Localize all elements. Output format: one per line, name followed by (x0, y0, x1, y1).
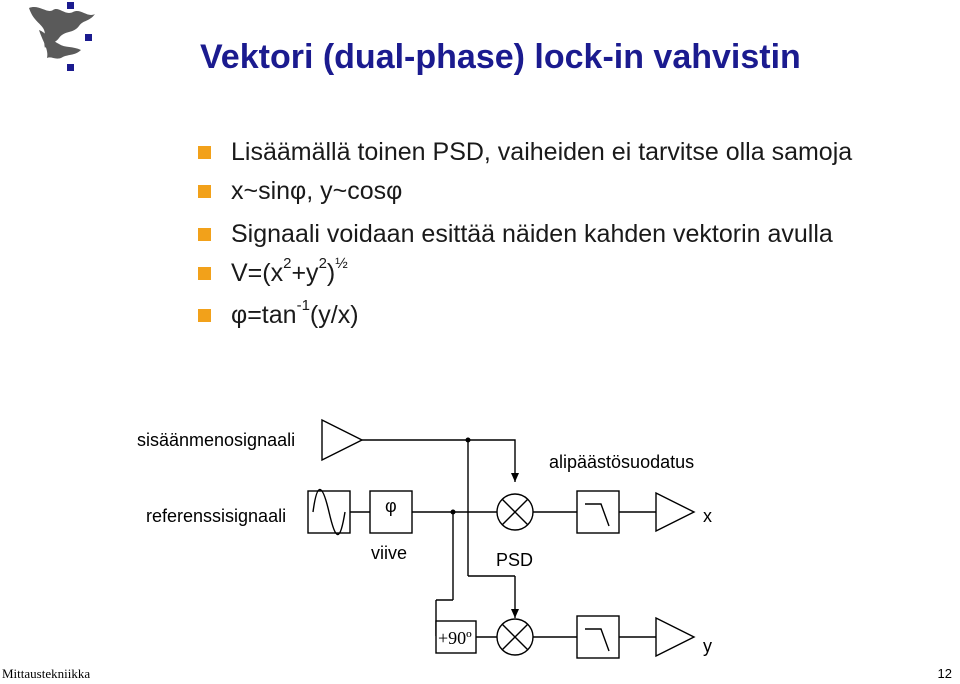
bullet-text: Lisäämällä toinen PSD, vaiheiden ei tarv… (231, 137, 853, 166)
phase-shift-label: +90º (438, 628, 472, 648)
lowpass-icon (585, 503, 610, 527)
bullet-item: x~sinφ, y~cosφ (198, 172, 402, 210)
bullet-square-icon (198, 308, 211, 322)
bullet-item: Lisäämällä toinen PSD, vaiheiden ei tarv… (198, 133, 852, 171)
bullet-square-icon (198, 145, 211, 159)
formula-superscript: ½ (335, 255, 348, 273)
delay-label: viive (371, 543, 407, 563)
formula-superscript: 2 (318, 255, 327, 273)
formula-part: V=(x (231, 258, 284, 287)
bullet-item: Signaali voidaan esittää näiden kahden v… (198, 215, 833, 253)
lowpass-icon (585, 628, 610, 652)
bullet-text: φ=tan-1(y/x) (231, 298, 359, 330)
input-signal-label: sisäänmenosignaali (137, 430, 295, 450)
bullet-item: V=(x2+y2)½ (198, 254, 348, 292)
input-amplifier-triangle (321, 418, 364, 462)
sine-wave-icon (312, 489, 346, 535)
bullet-square-icon (198, 184, 211, 198)
phase-symbol-label: φ (385, 496, 397, 516)
input-signal-wire (362, 439, 519, 482)
lowpass-filter-y (576, 615, 620, 659)
slide-title: Vektori (dual-phase) lock-in vahvistin (200, 38, 801, 76)
junction-dot (465, 437, 471, 443)
output-y-label: y (703, 636, 712, 656)
bullet-square-icon (198, 227, 211, 241)
output-amplifier-y (655, 616, 696, 658)
footer-page-number: 12 (937, 666, 952, 681)
reference-signal-label: referenssisignaali (146, 506, 286, 526)
junction-dot (450, 509, 456, 515)
output-x-label: x (703, 506, 712, 526)
bullet-text: V=(x2+y2)½ (231, 256, 348, 288)
footer-course: Mittaustekniikka (2, 666, 91, 681)
formula-superscript: -1 (296, 297, 310, 315)
formula-superscript: 2 (283, 255, 292, 273)
formula-part: φ=tan (231, 300, 297, 329)
delay-box (369, 490, 413, 534)
output-amplifier-x (655, 491, 696, 533)
bullet-text: Signaali voidaan esittää näiden kahden v… (231, 219, 833, 248)
university-logo (29, 2, 95, 71)
psd-label: PSD (496, 550, 533, 570)
formula-part: (y/x) (309, 300, 359, 329)
bullet-text: x~sinφ, y~cosφ (231, 176, 403, 205)
bullet-item: φ=tan-1(y/x) (198, 296, 359, 334)
bullet-square-icon (198, 266, 211, 280)
formula-part: ) (326, 258, 336, 287)
formula-part: +y (291, 258, 319, 287)
lowpass-label: alipäästösuodatus (549, 452, 694, 472)
lowpass-filter-x (576, 490, 620, 534)
